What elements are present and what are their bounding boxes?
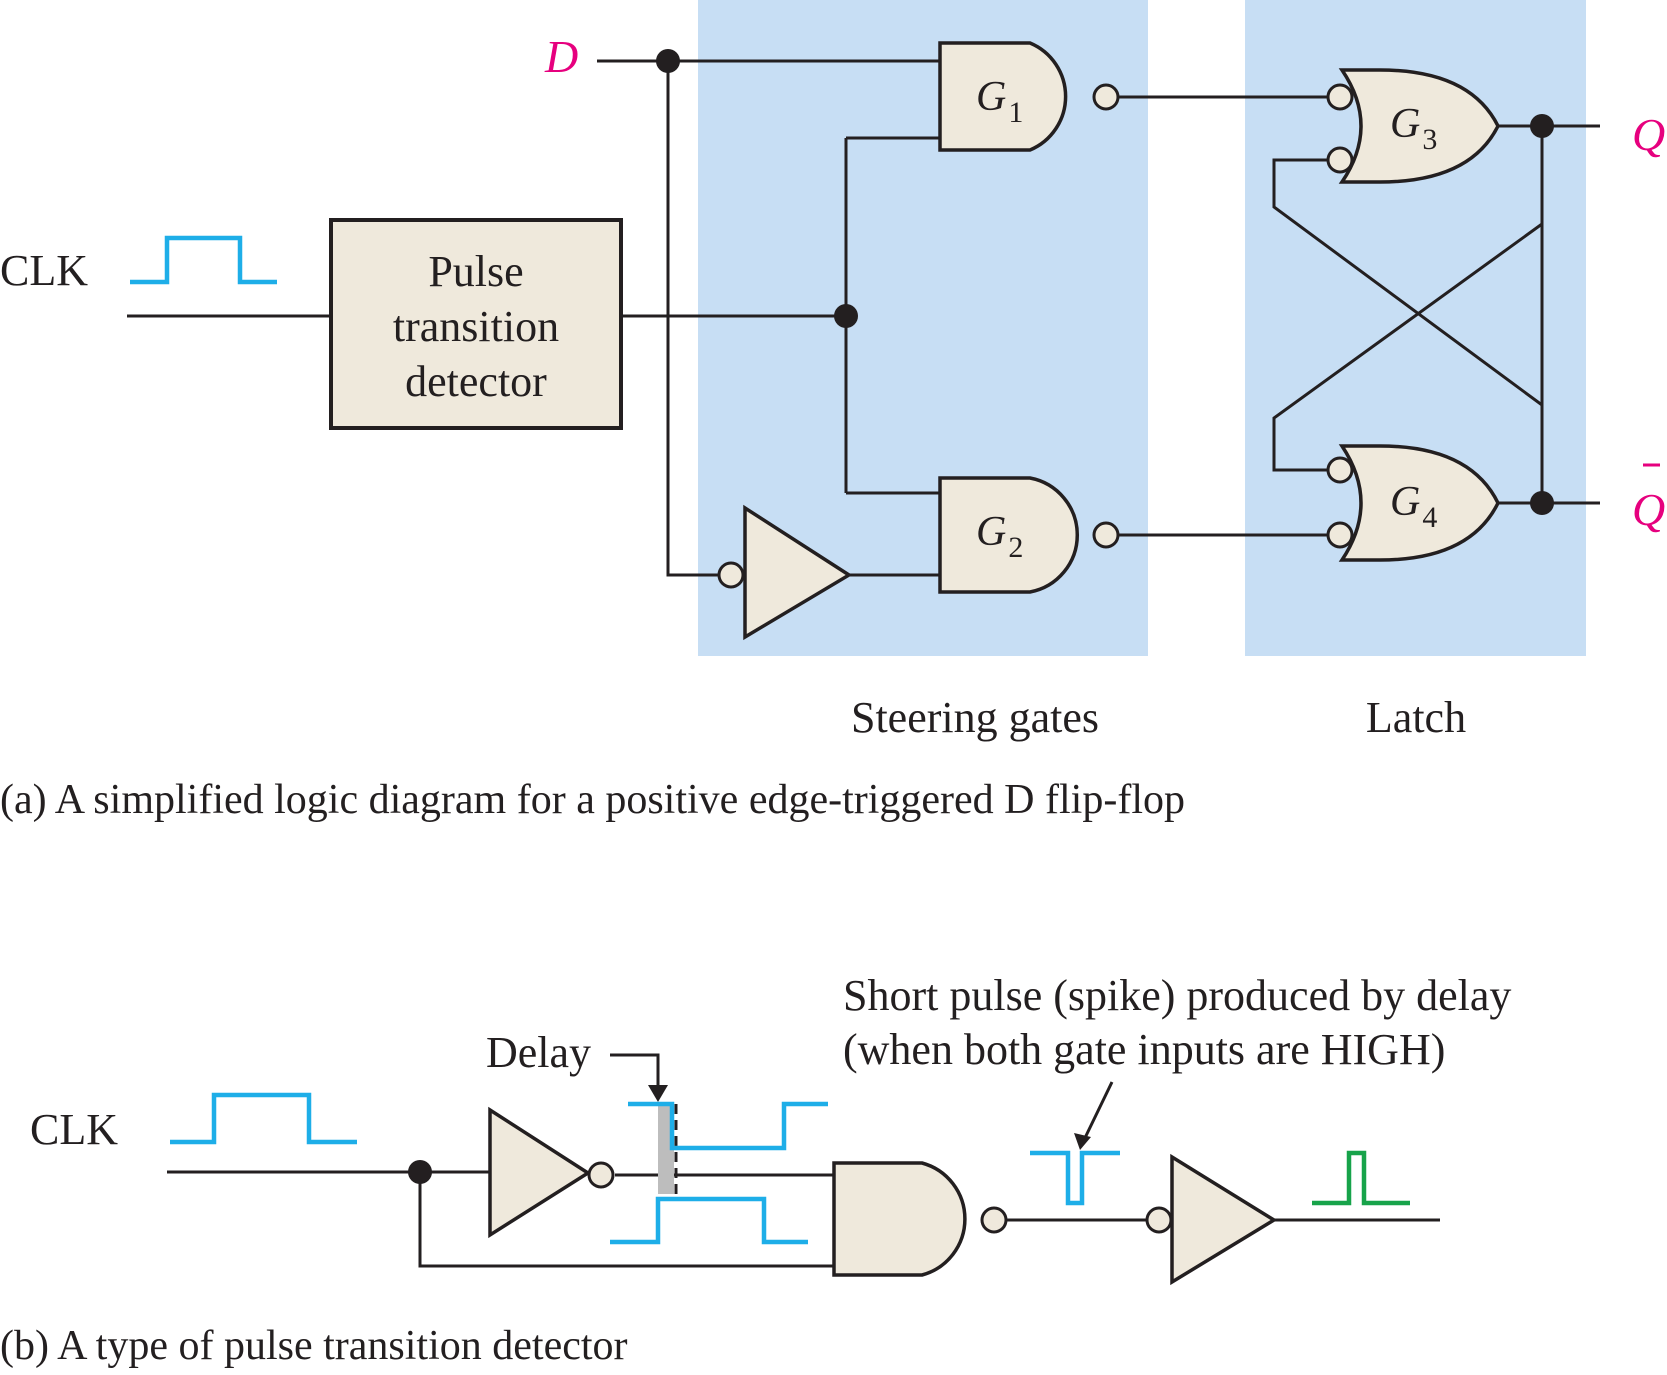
junction-dot [834,304,858,328]
gate-g3-subscript: 3 [1422,123,1437,156]
gate-g4-name: G [1390,479,1420,525]
nand-gate-g2: G2 [938,476,1120,594]
clk-waveform-b [170,1092,357,1145]
nand-gate-b [832,1161,1008,1277]
junction-dot [1530,114,1554,138]
clk-tap-waveform [610,1196,808,1245]
latch-gate-g3: G3 [1326,68,1500,184]
detector-label-line-2: transition [393,302,559,351]
delay-label: Delay [486,1028,591,1077]
caption-a: (a) A simplified logic diagram for a pos… [0,777,1185,823]
svg-text:G2: G2 [976,509,1023,564]
svg-text:G1: G1 [976,74,1023,129]
inverter-gate-b1 [488,1106,615,1239]
detector-label-line-3: detector [405,357,547,406]
gate-g1-name: G [976,74,1006,120]
steering-gates-label: Steering gates [851,693,1099,742]
junction-dot [1530,491,1554,515]
latch-gate-g4: G4 [1326,444,1500,562]
q-bar-output-label: Q [1632,484,1665,535]
q-output-label: Q [1632,109,1665,160]
spike-waveform [1030,1150,1120,1206]
gate-g2-subscript: 2 [1008,531,1023,564]
inverter-gate-a [717,504,853,641]
part-b: CLK Delay Short pulse (spike) produced b… [0,971,1511,1369]
spike-note-line-1: Short pulse (spike) produced by delay [843,971,1511,1020]
output-pulse-waveform [1312,1150,1410,1206]
clk-input-label-b: CLK [30,1105,118,1154]
inverter-gate-b2 [1145,1153,1278,1286]
caption-b: (b) A type of pulse transition detector [0,1323,628,1369]
wires-b [167,1053,1440,1268]
part-a: Pulse transition detector G1 G2 G3 [0,0,1665,823]
d-input-label: D [544,31,578,82]
pulse-transition-detector: Pulse transition detector [329,218,623,430]
detector-label-line-1: Pulse [428,247,523,296]
gate-g4-subscript: 4 [1422,501,1437,534]
gate-g1-subscript: 1 [1008,96,1023,129]
clk-waveform-a [130,235,277,285]
nand-gate-g1: G1 [938,41,1120,152]
gate-g3-name: G [1390,101,1420,147]
junction-dot [408,1160,432,1184]
inverted-delayed-waveform [628,1101,828,1151]
q-bar-output: Q [1632,463,1665,535]
clk-input-label-a: CLK [0,246,88,295]
spike-note-line-2: (when both gate inputs are HIGH) [843,1025,1445,1074]
latch-label: Latch [1366,693,1466,742]
svg-text:G4: G4 [1390,479,1437,534]
gate-g2-name: G [976,509,1006,555]
junction-dot [656,49,680,73]
svg-text:G3: G3 [1390,101,1437,156]
